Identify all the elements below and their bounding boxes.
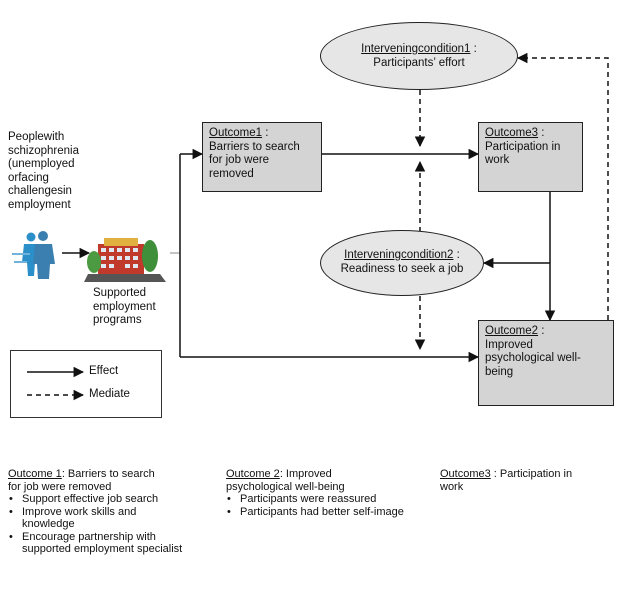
mediate-outcome2-to-condition1 (516, 52, 609, 320)
detail3-line2: work (440, 480, 464, 493)
people-line: Peoplewith (8, 131, 65, 143)
program-label: Supported employment programs (93, 287, 156, 328)
condition1-colon: : (470, 43, 477, 55)
legend-mediate-label: Mediate (89, 388, 130, 400)
program-line: Supported (93, 287, 147, 299)
outcome2-box: Outcome2 : Improved psychological well- … (478, 320, 614, 406)
detail-bullet: Improve work skills and knowledge (9, 506, 162, 531)
outcome1-title: Outcome1 (209, 127, 263, 139)
outcome3-line: work (485, 154, 510, 166)
outcome1-box: Outcome1 : Barriers to search for job we… (202, 122, 322, 192)
outcome2-line: psychological well- (485, 352, 581, 364)
legend-effect-label: Effect (89, 365, 119, 377)
condition1-title: Interveningcondition1 (361, 43, 471, 55)
outcome2-line: Improved (485, 338, 533, 351)
detail1-title: Outcome 1 (8, 468, 62, 480)
outcome2-title: Outcome2 (485, 325, 539, 337)
program-line: programs (93, 314, 142, 326)
detail-bullet: Participants had better self-image (227, 506, 410, 519)
outcome2-line: being (485, 365, 514, 378)
detail-bullet: Participants were reassured (227, 493, 422, 506)
detail-outcome3: Outcome3 : Participation in work (440, 468, 610, 493)
detail3-title: Outcome3 (440, 468, 491, 480)
outcome1-line: Barriers to search (209, 140, 300, 153)
people-line: employment (8, 198, 71, 211)
detail1-bullets: Support effective job search Improve wor… (8, 493, 204, 556)
condition1-body: Participants’ effort (373, 56, 465, 69)
detail2-title: Outcome 2 (226, 468, 280, 480)
outcome3-colon: : (538, 127, 545, 139)
condition2-colon: : (453, 249, 460, 261)
people-line: (unemployed (8, 158, 75, 170)
people-line: challengesin (8, 185, 72, 197)
legend-lines (27, 366, 85, 401)
people-line: orfacing (8, 171, 49, 184)
outcome3-box: Outcome3 : Participation in work (478, 122, 583, 192)
detail2-line2: psychological well-being (226, 480, 345, 493)
intervening-condition2: Interveningcondition2 : Readiness to see… (320, 230, 484, 296)
people-description: Peoplewith schizophrenia (unemployed orf… (8, 131, 79, 212)
detail1-line2: for job were removed (8, 480, 112, 493)
outcome3-title: Outcome3 (485, 127, 539, 139)
detail2-bullets: Participants were reassured Participants… (226, 493, 422, 518)
outcome1-line: for job were (209, 154, 270, 166)
detail-outcome2: Outcome 2: Improved psychological well-b… (226, 468, 422, 518)
outcome1-colon: : (262, 127, 269, 139)
outcome1-line: removed (209, 167, 254, 180)
people-line: schizophrenia (8, 144, 79, 157)
program-line: employment (93, 300, 156, 313)
detail-outcome1: Outcome 1: Barriers to search for job we… (8, 468, 204, 556)
building-icon (84, 238, 166, 282)
detail1-rest: : Barriers to search (61, 468, 155, 480)
condition2-body: Readiness to seek a job (340, 262, 464, 275)
outcome2-colon: : (538, 325, 545, 337)
legend: Effect Mediate (10, 350, 162, 418)
detail-bullet: Encourage partnership with supported emp… (9, 531, 192, 556)
detail2-rest: : Improved (279, 468, 332, 480)
intervening-condition1: Interveningcondition1 : Participants’ ef… (320, 22, 518, 90)
condition2-title: Interveningcondition2 (344, 249, 454, 261)
outcome3-line: Participation in (485, 140, 561, 153)
person-icon (12, 231, 55, 279)
detail3-rest: : Participation in (490, 468, 573, 480)
detail-bullet: Support effective job search (9, 493, 204, 506)
